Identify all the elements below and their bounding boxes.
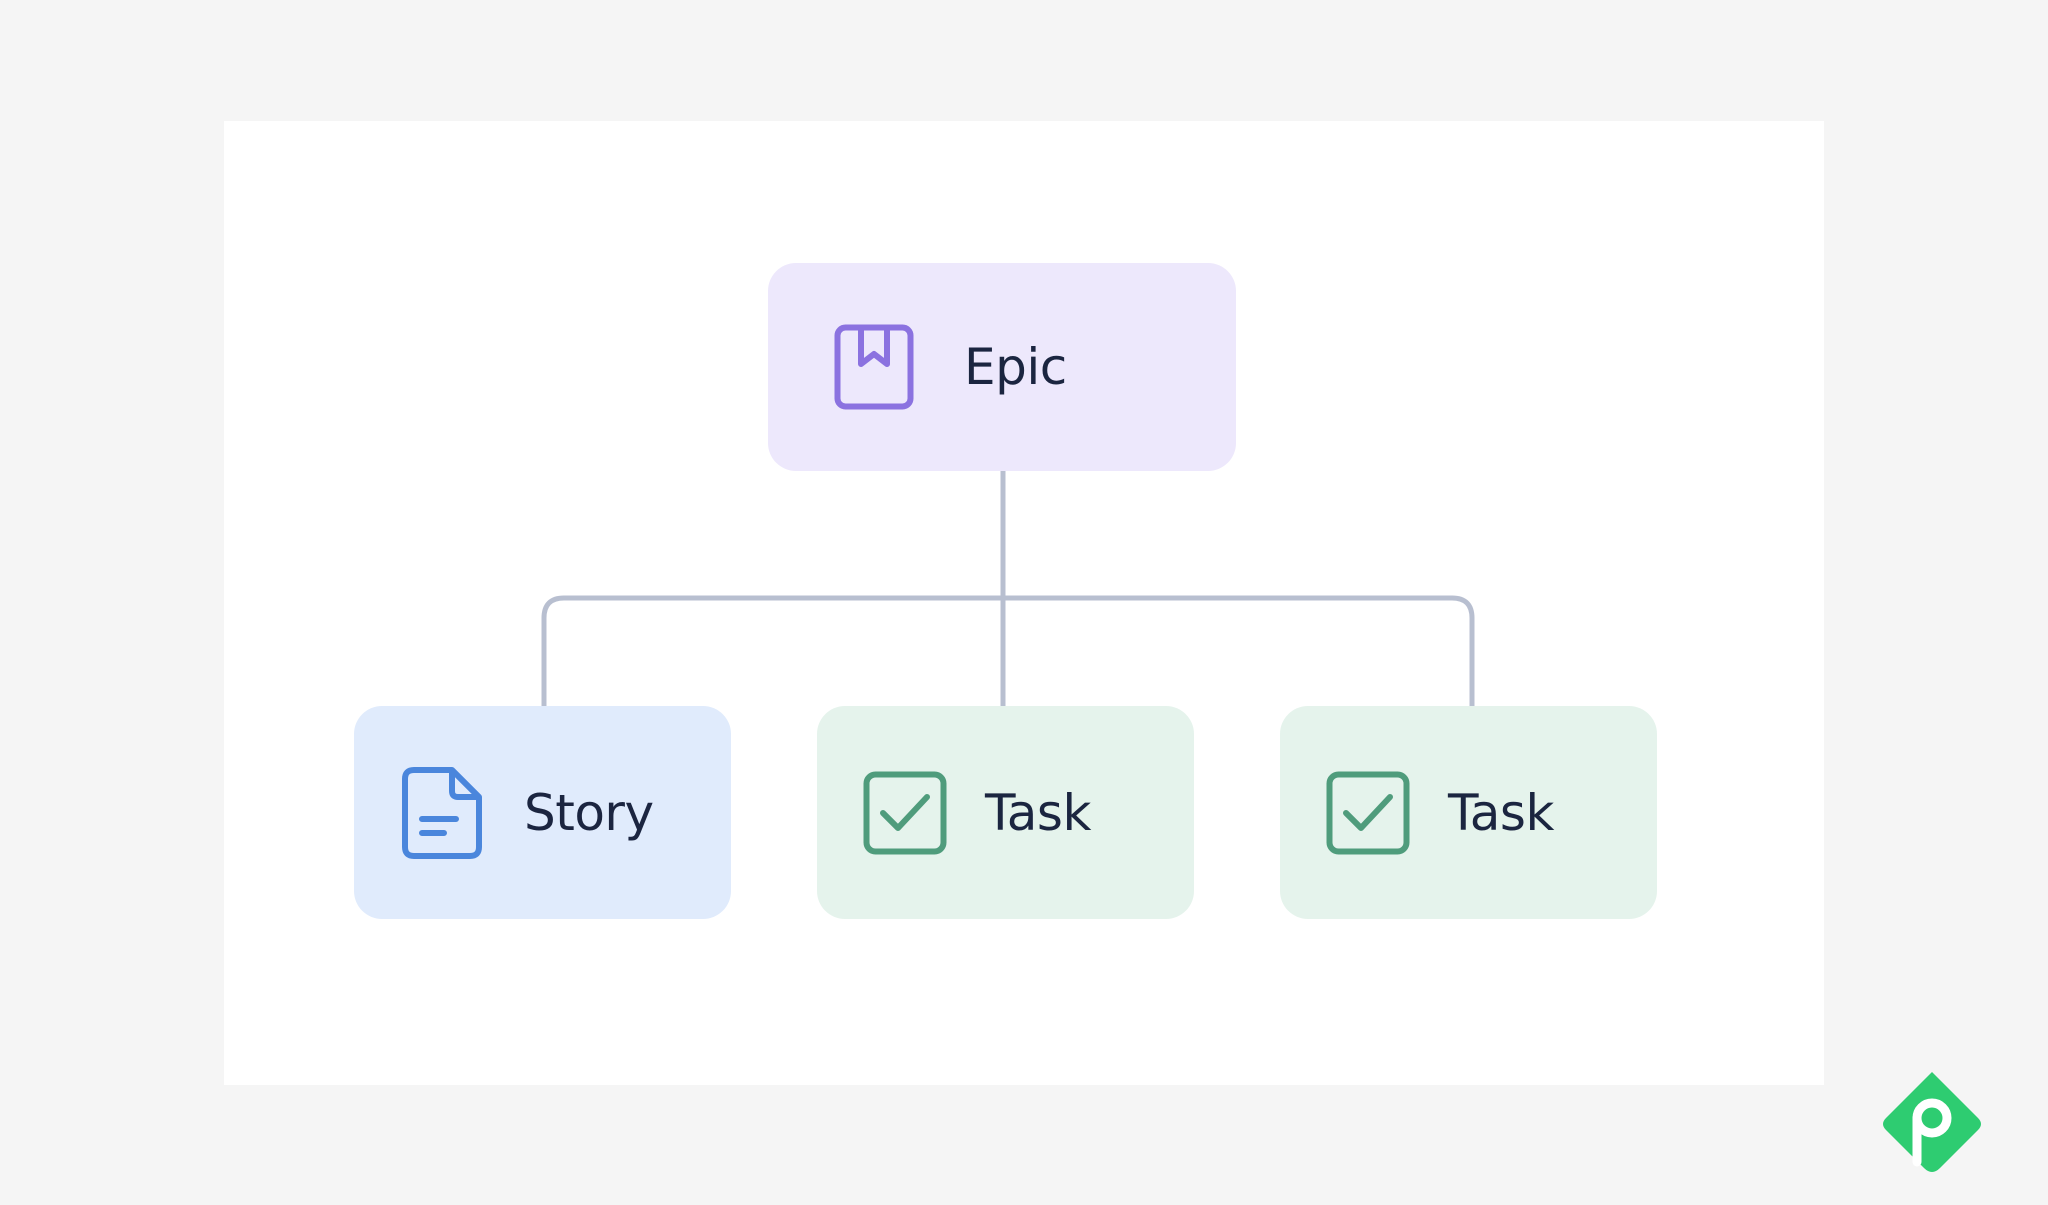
brand-logo-icon <box>1883 1072 1981 1172</box>
bookmark-square-icon <box>834 324 914 410</box>
task-node: Task <box>817 706 1194 919</box>
task-label: Task <box>985 783 1091 842</box>
task-node: Task <box>1280 706 1657 919</box>
story-node: Story <box>354 706 731 919</box>
epic-node: Epic <box>768 263 1236 471</box>
task-label: Task <box>1448 783 1554 842</box>
checkbox-checked-icon <box>1326 771 1410 854</box>
document-icon <box>402 766 482 859</box>
epic-label: Epic <box>964 338 1067 396</box>
story-label: Story <box>524 783 654 842</box>
checkbox-checked-icon <box>863 771 947 854</box>
